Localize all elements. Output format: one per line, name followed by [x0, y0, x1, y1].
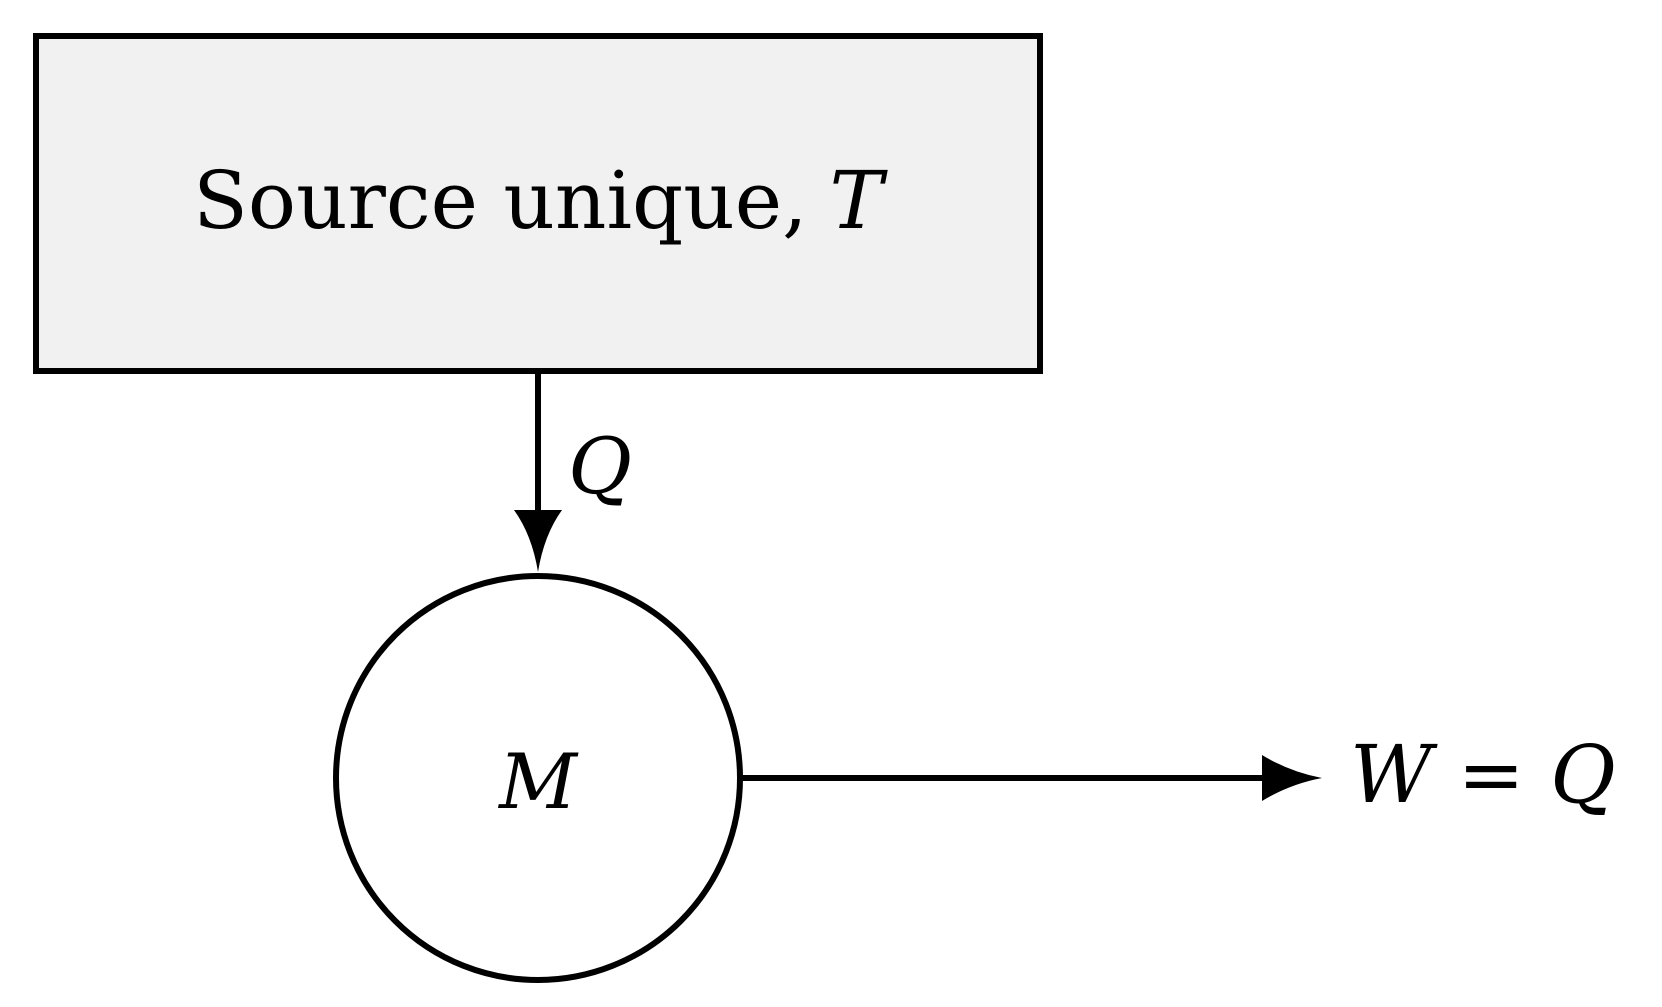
source-label-variable: T — [830, 154, 889, 247]
heat-arrow-head — [514, 510, 562, 572]
source-box — [33, 33, 1043, 374]
machine: M — [333, 573, 743, 983]
source-reservoir: Source unique,T — [33, 33, 1043, 374]
heat-arrow-label: Q — [568, 422, 632, 512]
machine-label: M — [497, 737, 579, 826]
work-arrow: W = Q — [740, 728, 1616, 821]
source-label-text: Source unique, — [193, 154, 807, 247]
work-arrow-head — [1262, 755, 1322, 801]
source-label: Source unique,T — [193, 154, 888, 247]
work-output-label: W = Q — [1350, 728, 1616, 821]
heat-arrow: Q — [514, 371, 632, 572]
